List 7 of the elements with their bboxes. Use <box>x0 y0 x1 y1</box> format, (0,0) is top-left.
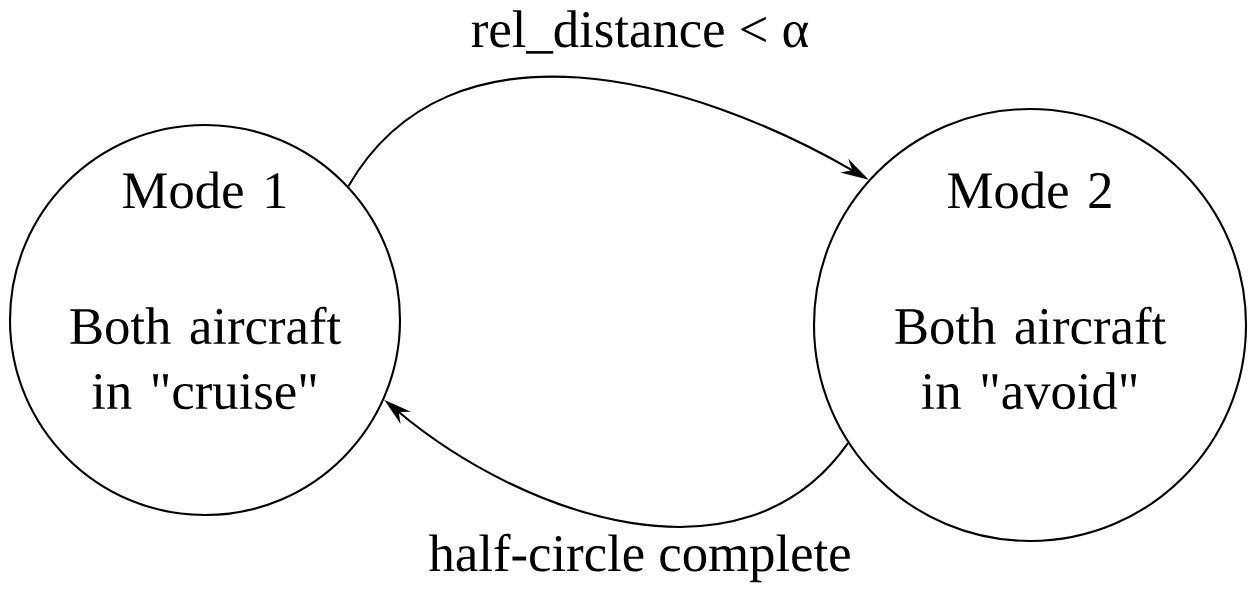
state-title: Mode 1 <box>123 171 286 209</box>
state-description: Both aircraft in "cruise" <box>70 306 341 410</box>
edge-label: rel_distance < α <box>467 6 813 58</box>
edge-label: half-circle complete <box>425 530 855 586</box>
state-title: Mode 2 <box>948 171 1111 209</box>
state-circle <box>8 123 402 517</box>
state-description: Both aircraft in "avoid" <box>895 306 1166 410</box>
